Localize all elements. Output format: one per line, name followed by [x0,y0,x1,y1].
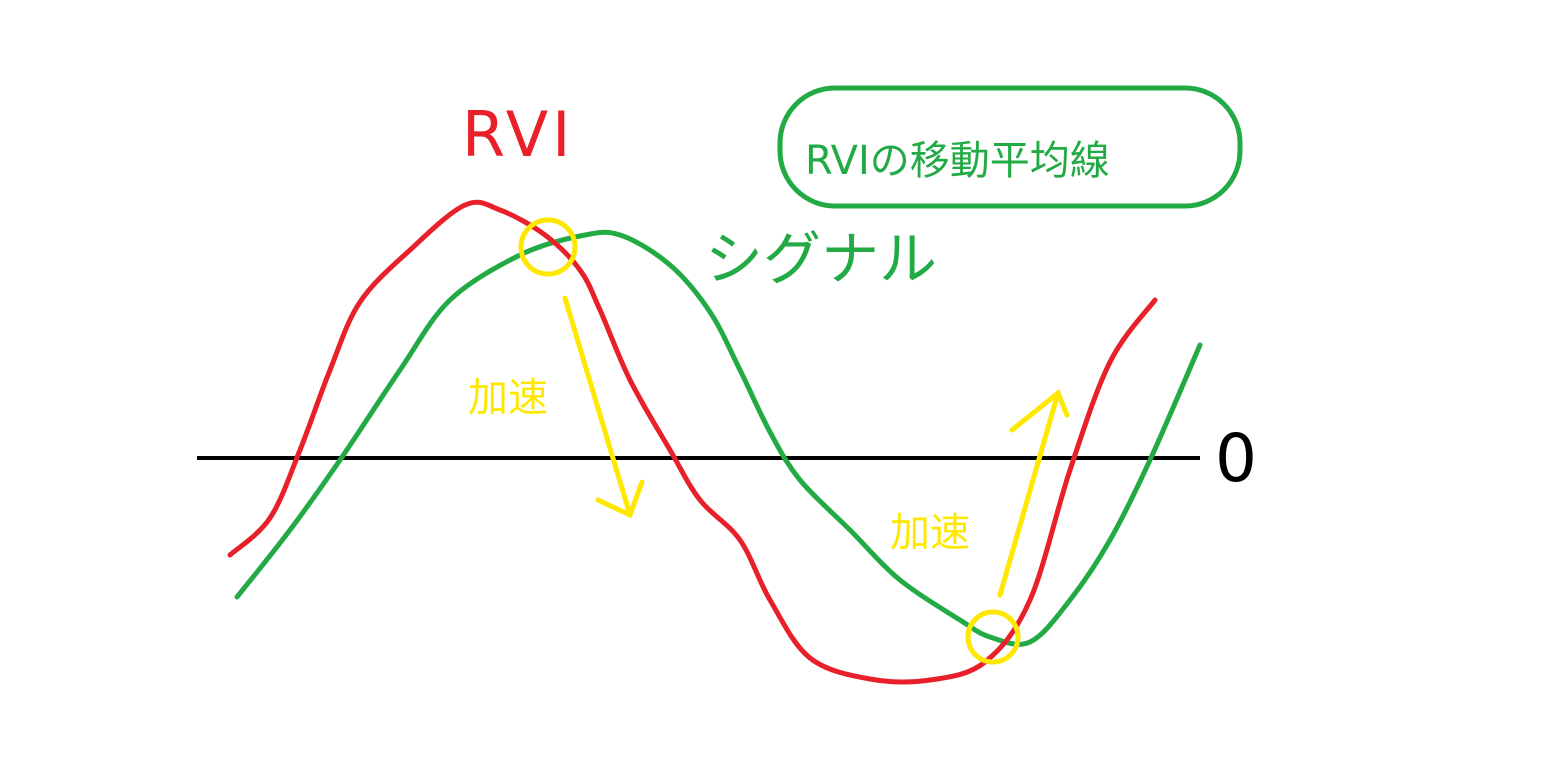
moving-average-label: RVIの移動平均線 [805,138,1110,184]
signal-line [234,229,1203,647]
rvi-label: RVI [462,98,575,171]
rvi-line [227,199,1158,685]
down-arrow [562,295,645,519]
signal-label: シグナル [705,225,938,293]
up-arrow [997,388,1070,598]
acceleration-label-bottom: 加速 [890,510,970,556]
acceleration-label-top: 加速 [468,375,548,421]
crossover-circle-top [518,217,578,277]
zero-label: 0 [1215,420,1257,497]
crossover-circle-bottom [965,609,1021,665]
moving-average-callout-bubble [777,85,1243,209]
